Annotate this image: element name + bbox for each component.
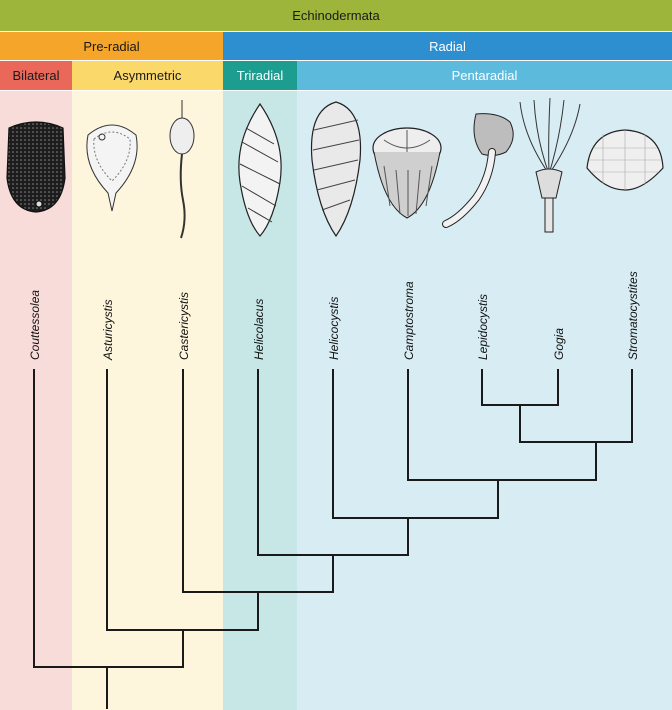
taxon-label-stromatocystites: Stromatocystites (626, 271, 640, 360)
spiral-triradial-fossil-icon (238, 102, 282, 237)
bilateral-fossil-icon (6, 121, 66, 213)
stromatocystites-fossil-icon (586, 129, 664, 191)
echinodermata-band: Echinodermata (0, 0, 672, 32)
taxon-label-camptostroma: Camptostroma (402, 281, 416, 360)
radial-band: Radial (223, 32, 672, 61)
echinodermata-label: Echinodermata (292, 8, 380, 23)
bilateral-label: Bilateral (12, 68, 60, 83)
preradial-label: Pre-radial (83, 38, 140, 54)
spiral-pentaradial-fossil-icon (310, 101, 362, 238)
taxon-label-gogia: Gogia (552, 328, 566, 360)
taxon-label-couttessolea: Couttessolea (28, 290, 42, 360)
asymmetric-column (72, 91, 223, 710)
preradial-band: Pre-radial (0, 32, 223, 61)
taxon-label-helicocystis: Helicocystis (327, 297, 341, 360)
taxon-label-castericystis: Castericystis (177, 292, 191, 360)
camptostroma-fossil-icon (372, 127, 442, 219)
tree-branches (33, 369, 633, 709)
triradial-label: Triradial (236, 68, 284, 83)
asymmetric-label: Asymmetric (113, 68, 182, 83)
taxon-label-asturicystis: Asturicystis (101, 299, 115, 361)
bilateral-band: Bilateral (0, 61, 72, 91)
asymmetric-band: Asymmetric (72, 61, 223, 91)
triradial-band: Triradial (223, 61, 297, 91)
pentaradial-band: Pentaradial (297, 61, 672, 91)
taxon-label-lepidocystis: Lepidocystis (476, 294, 490, 360)
pentaradial-label: Pentaradial (451, 68, 518, 83)
gogia-fossil-icon (519, 98, 581, 233)
asymmetric-fossil-icon (86, 124, 138, 212)
taxon-label-helicolacus: Helicolacus (252, 299, 266, 360)
stalked-asymmetric-fossil-icon (169, 100, 195, 239)
radial-label: Radial (429, 38, 466, 54)
lepidocystis-fossil-icon (442, 113, 514, 228)
pentaradial-column (297, 91, 672, 710)
